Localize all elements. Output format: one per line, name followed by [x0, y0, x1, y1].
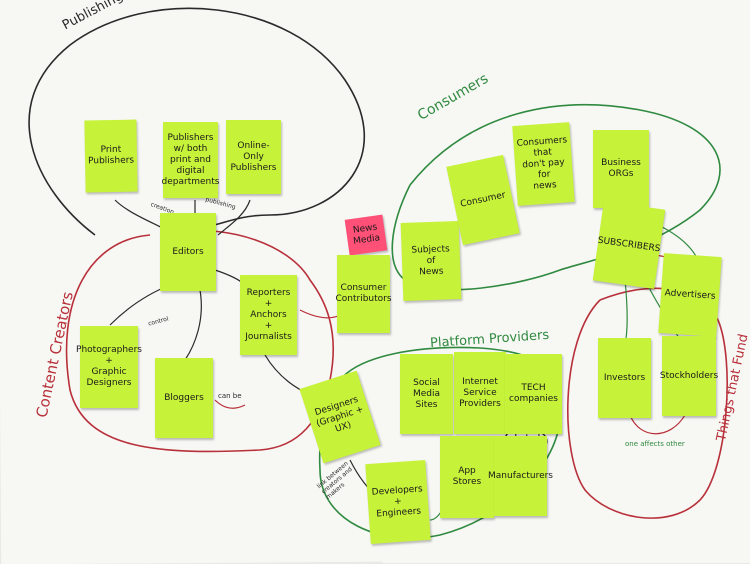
note-publishers-both: Publishers w/ both print and digital dep… — [161, 122, 220, 198]
note-advertisers: Advertisers — [658, 253, 722, 337]
note-text: Designers (Graphic + UX) — [313, 394, 365, 435]
can-be-label: can be — [218, 392, 242, 400]
note-text: Print Publishers — [88, 144, 135, 167]
arrow-bloggers-photo-canbe — [214, 399, 246, 409]
note-subscribers: SUBSCRIBERS — [592, 201, 666, 289]
note-print-publishers: Print Publishers — [84, 119, 138, 193]
note-text: Online-Only Publishers — [230, 140, 277, 173]
note-text: Consumer — [459, 189, 507, 210]
note-subjects-of-news: Subjects of News — [400, 221, 462, 301]
note-text: Bloggers — [164, 392, 204, 403]
note-isp: Internet Service Providers — [454, 352, 506, 434]
note-text: News Media — [352, 222, 381, 247]
note-online-only: Online-Only Publishers — [226, 120, 281, 194]
arrow-investors-stockholders — [629, 414, 686, 435]
note-consumer-contributors: Consumer Contributors — [335, 255, 392, 333]
note-text: Reporters + Anchors + Journalists — [245, 287, 292, 342]
note-text: Social Media Sites — [412, 377, 441, 410]
note-business-orgs: Business ORGs — [593, 130, 649, 208]
note-editors: Editors — [160, 213, 216, 291]
note-developers: Developers + Engineers — [365, 460, 431, 544]
publishing-platforms-loop — [28, 7, 366, 236]
note-text: Manufacturers — [488, 470, 553, 481]
content-creators-loop — [65, 229, 334, 453]
note-news-media: News Media — [344, 214, 388, 256]
note-text: TECH companies — [509, 383, 558, 404]
arrow-online-editors — [217, 199, 251, 236]
note-text: App Stores — [452, 466, 482, 487]
arrow-subscribers-investors — [624, 279, 628, 346]
note-consumers-dont-pay: Consumers that don't pay for news — [512, 122, 575, 206]
note-text: Advertisers — [664, 287, 716, 302]
note-text: Consumers that don't pay for news — [516, 134, 568, 192]
note-reporters: Reporters + Anchors + Journalists — [240, 275, 297, 355]
note-text: Developers + Engineers — [371, 483, 423, 520]
note-app-stores: App Stores — [440, 436, 494, 518]
note-bloggers: Bloggers — [155, 358, 213, 438]
note-social-media: Social Media Sites — [400, 354, 453, 434]
note-photographers: Photographers + Graphic Designers — [76, 326, 142, 408]
note-tech-companies: TECH companies — [505, 354, 562, 434]
note-text: Consumer Contributors — [335, 283, 392, 304]
note-text: Publishers w/ both print and digital dep… — [161, 132, 220, 187]
one-affects-other-label: one affects other — [625, 440, 685, 448]
note-text: Business ORGs — [601, 158, 641, 179]
note-text: Stockholders — [659, 370, 719, 381]
note-manufacturers: Manufacturers — [488, 436, 553, 516]
note-text: Internet Service Providers — [459, 376, 501, 409]
arrow-editors-bloggers — [184, 289, 202, 361]
note-text: Subjects of News — [411, 243, 450, 277]
note-text: Editors — [172, 246, 204, 257]
note-investors: Investors — [598, 338, 651, 418]
note-text: Photographers + Graphic Designers — [76, 345, 142, 388]
note-text: Investors — [603, 372, 646, 383]
note-text: SUBSCRIBERS — [597, 235, 661, 254]
note-stockholders: Stockholders — [659, 336, 719, 416]
